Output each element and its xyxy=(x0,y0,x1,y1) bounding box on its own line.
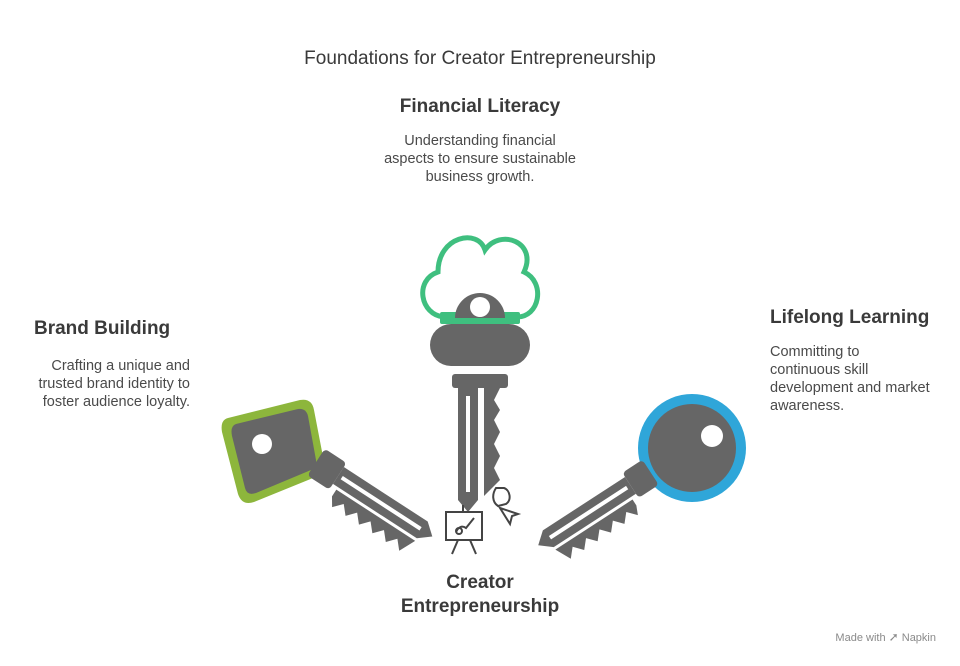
round-key-icon xyxy=(538,394,746,559)
cloud-key-icon xyxy=(420,235,541,512)
watermark-brand: Napkin xyxy=(901,632,936,644)
napkin-logo-icon: ➚ xyxy=(888,630,899,644)
brand-building-heading: Brand Building xyxy=(34,318,171,339)
center-label-line2: Entrepreneurship xyxy=(400,596,560,617)
watermark-prefix: Made with xyxy=(835,632,886,644)
center-label: Creator Entrepreneurship xyxy=(380,571,580,619)
financial-literacy-description: Understanding financial aspects to ensur… xyxy=(384,133,576,185)
brand-building-description: Crafting a unique and trusted brand iden… xyxy=(38,358,190,410)
diagram-title: Foundations for Creator Entrepreneurship xyxy=(304,48,656,69)
watermark: Made with ➚ Napkin xyxy=(835,630,936,644)
lifelong-learning-heading: Lifelong Learning xyxy=(770,307,930,328)
cursor-hand-icon xyxy=(492,487,522,527)
center-label-line1: Creator xyxy=(446,572,514,593)
shield-key-icon xyxy=(221,399,433,551)
financial-literacy-heading: Financial Literacy xyxy=(399,96,561,117)
easel-brush-icon xyxy=(445,505,483,555)
lifelong-learning-description: Committing to continuous skill developme… xyxy=(770,344,930,414)
